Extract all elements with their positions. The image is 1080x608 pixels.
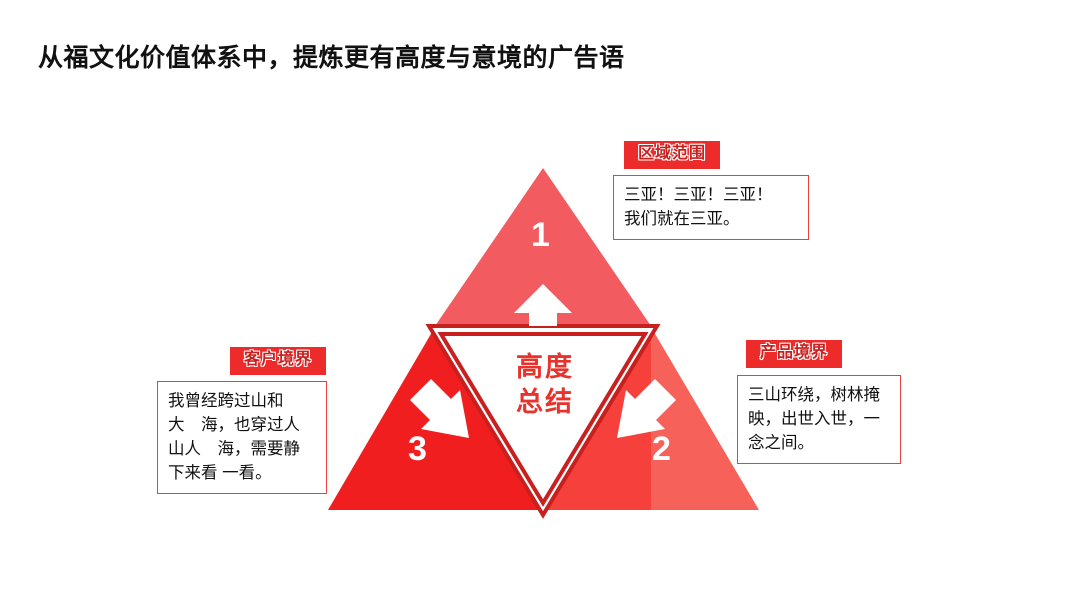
callout-region-scope-label: 区域范围	[624, 141, 721, 169]
triangle-segment-3-number: 3	[408, 430, 427, 468]
triangle-segment-1-number: 1	[531, 216, 550, 254]
callout-region-scope-text[interactable]: 三亚！三亚！三亚！ 我们就在三亚。	[613, 174, 809, 240]
arrow-up-icon	[514, 284, 572, 326]
triangle-segment-1[interactable]	[435, 168, 651, 326]
callout-product-realm-label: 产品境界	[746, 340, 843, 368]
triangle-segment-2-outer[interactable]	[651, 327, 759, 510]
center-inverted-triangle-inner-border	[437, 332, 649, 507]
center-summary-caption: 高度 总结	[495, 350, 595, 419]
center-summary-line-1: 高度	[516, 352, 574, 382]
callout-customer-realm-text[interactable]: 我曾经跨过山和 大 海，也穿过人 山人 海，需要静 下来看 一看。	[157, 380, 327, 495]
callout-product-realm: 产品境界 三山环绕，树林掩 映，出世入世，一 念之间。	[737, 340, 901, 465]
callout-region-scope: 区域范围 三亚！三亚！三亚！ 我们就在三亚。	[613, 141, 809, 240]
arrow-down-left-icon	[410, 379, 469, 438]
arrow-down-right-icon	[617, 379, 676, 438]
callout-product-realm-text[interactable]: 三山环绕，树林掩 映，出世入世，一 念之间。	[737, 374, 901, 465]
page-title: 从福文化价值体系中，提炼更有高度与意境的广告语	[38, 44, 625, 72]
callout-customer-realm-label: 客户境界	[230, 347, 327, 375]
center-summary-line-2: 总结	[516, 386, 574, 417]
triangle-segment-2-number: 2	[652, 430, 671, 468]
callout-customer-realm: 客户境界 我曾经跨过山和 大 海，也穿过人 山人 海，需要静 下来看 一看。	[157, 347, 327, 495]
